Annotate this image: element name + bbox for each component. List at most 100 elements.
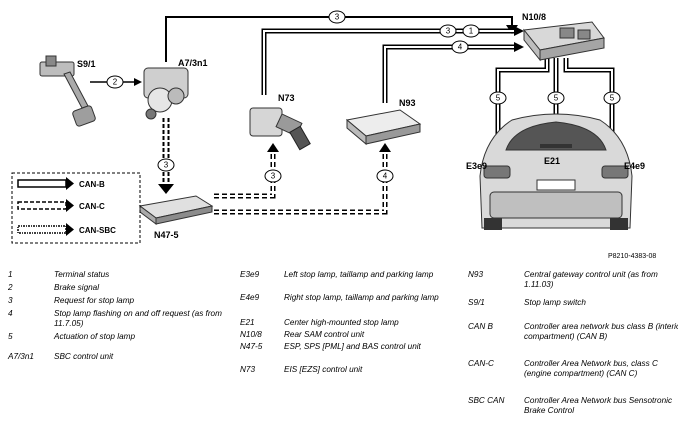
can-b-line-n73-to-sam [261,28,516,95]
key-item: CAN-C Controller Area Network bus, class… [468,359,673,389]
label-n93: N93 [399,98,416,108]
key-description: Left stop lamp, taillamp and parking lam… [284,270,434,279]
stop-lamp-switch-pedal [39,55,96,127]
legend-swatch-can-b [17,179,67,188]
legend-label-can-b: CAN-B [79,180,105,189]
arrowhead-n93 [379,143,391,152]
figure-code: P8210-4383-08 [608,253,656,260]
legend-swatch-can-sbc [17,225,67,234]
label-e4e9: E4e9 [624,161,645,171]
key-code: 5 [8,332,13,341]
callout-1: 1 [462,24,480,38]
key-description: EIS [EZS] control unit [284,365,363,374]
key-code: E3e9 [240,270,260,279]
key-code: CAN B [468,322,494,331]
key-code: 4 [8,309,13,318]
esp-control-unit [138,195,214,225]
label-n10-8: N10/8 [522,12,546,22]
key-code: SBC CAN [468,396,505,405]
svg-text:5: 5 [496,94,501,103]
key-item: CAN B Controller area network bus class … [468,322,678,352]
callout-4-esp: 4 [376,169,394,183]
key-code: 1 [8,270,13,279]
arrowhead-n73 [267,143,279,152]
key-item: 2 Brake signal [8,283,224,293]
svg-text:3: 3 [446,27,451,36]
key-description: Controller area network bus class B (int… [524,322,678,341]
svg-text:4: 4 [383,172,388,181]
key-description: Central gateway control unit (as from 1.… [524,270,658,289]
svg-text:2: 2 [113,78,118,87]
key-description: SBC control unit [54,352,114,361]
svg-text:3: 3 [271,172,276,181]
key-description: Stop lamp flashing on and off request (a… [54,309,222,328]
callout-3-sbc: 3 [157,158,175,172]
key-item: N73 EIS [EZS] control unit [240,365,454,375]
key-code: N10/8 [240,330,262,339]
key-code: 2 [8,283,13,292]
key-description: Request for stop lamp [54,296,135,305]
key-description: Center high-mounted stop lamp [284,318,399,327]
key-item: S9/1 Stop lamp switch [468,298,673,308]
key-code: E21 [240,318,255,327]
key-description: Right stop lamp, taillamp and parking la… [284,293,439,302]
key-item: E21 Center high-mounted stop lamp [240,318,454,328]
key-item: N47-5 ESP, SPS [PML] and BAS control uni… [240,342,454,362]
svg-text:4: 4 [458,43,463,52]
key-description: Brake signal [54,283,100,292]
signal-flow-diagram: 2 3 3 1 4 3 3 4 5 5 5 S9/1 A7/3n1 N73 [11,10,656,260]
key-item: N93 Central gateway control unit (as fro… [468,270,673,290]
key-description: Controller Area Network bus Sensotronic … [524,396,673,415]
sbc-control-unit [143,67,189,120]
key-code: 3 [8,296,13,305]
key-item: 3 Request for stop lamp [8,296,224,306]
rear-sam-unit [523,21,605,62]
legend [11,172,141,244]
callout-5-left: 5 [489,91,507,105]
legend-label-can-sbc: CAN-SBC [79,226,116,235]
label-s9-1: S9/1 [77,59,96,69]
legend-label-can-c: CAN-C [79,202,105,211]
eis-control-unit [249,107,311,151]
label-e21: E21 [544,156,560,166]
central-gateway-unit [345,109,422,146]
key-item: A7/3n1 SBC control unit [8,352,224,362]
key-code: E4e9 [240,293,260,302]
label-n47-5: N47-5 [154,230,179,240]
key-description: Terminal status [54,270,110,279]
arrowhead-esp [158,184,174,194]
svg-text:3: 3 [335,13,340,22]
key-code: A7/3n1 [8,352,34,361]
key-description: Stop lamp switch [524,298,586,307]
key-code: N47-5 [240,342,263,351]
callout-3-n73: 3 [439,24,457,38]
key-item: E3e9 Left stop lamp, taillamp and parkin… [240,270,454,290]
key-description: Actuation of stop lamp [54,332,136,341]
key-description: Rear SAM control unit [284,330,365,339]
arrowhead-n73-sam [514,26,524,36]
callout-3-esp: 3 [264,169,282,183]
key-item: 5 Actuation of stop lamp [8,332,224,342]
key-code: N73 [240,365,256,374]
can-c-line-esp-to-n73 [214,148,276,199]
label-e3e9: E3e9 [466,161,487,171]
svg-text:5: 5 [554,94,559,103]
callout-4-top: 4 [451,40,469,54]
arrowhead-n93-sam [514,42,524,52]
callout-2: 2 [106,75,124,89]
callout-5-center: 5 [547,91,565,105]
callout-5-right: 5 [603,91,621,105]
svg-text:3: 3 [164,161,169,170]
label-a7-3n1: A7/3n1 [178,58,208,68]
can-c-line-esp-to-n93 [214,148,388,215]
legend-swatch-can-c [17,201,67,210]
key-item: E4e9 Right stop lamp, taillamp and parki… [240,293,454,313]
key-description: ESP, SPS [PML] and BAS control unit [284,342,421,351]
key-item: 1 Terminal status [8,270,224,280]
svg-text:1: 1 [469,27,474,36]
key-item: SBC CAN Controller Area Network bus Sens… [468,396,673,416]
vehicle-rear-view [479,113,633,230]
svg-text:5: 5 [610,94,615,103]
label-n73: N73 [278,93,295,103]
signal-line-3-sbc-to-sam [165,16,513,62]
